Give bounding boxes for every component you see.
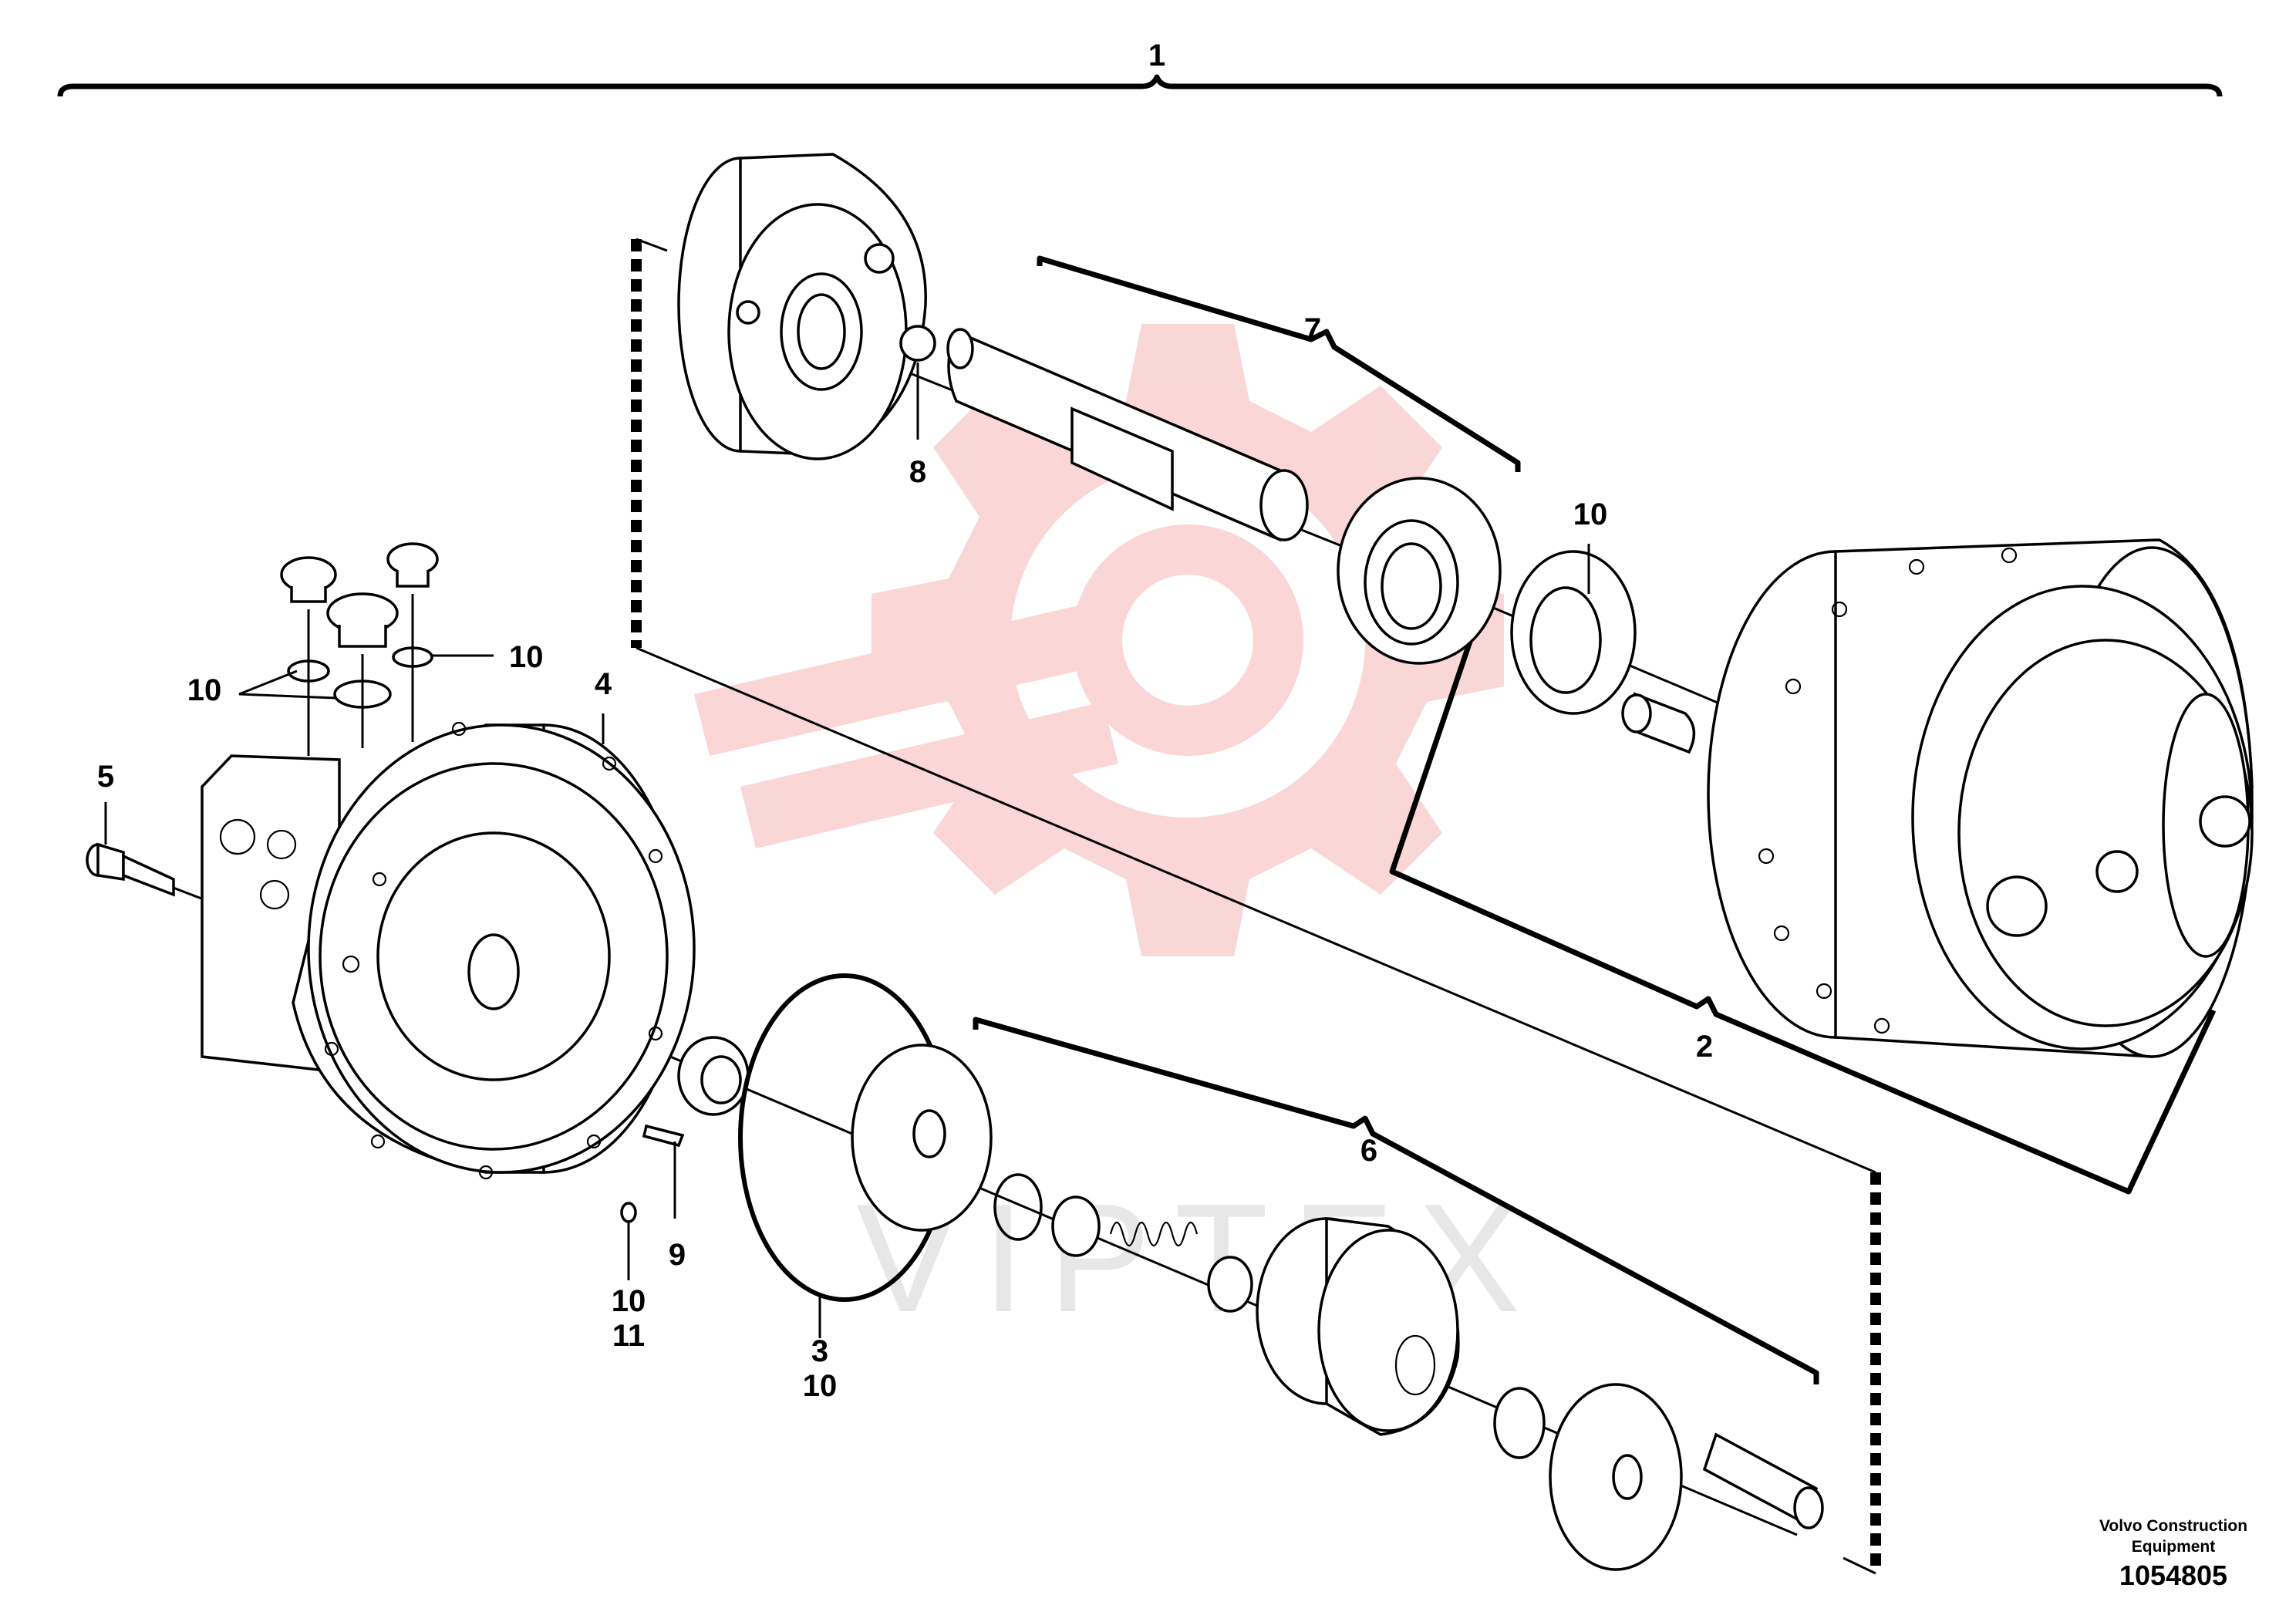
- valve-plate-part: [851, 1044, 993, 1232]
- washer-part: [1051, 1195, 1101, 1257]
- bracket-stub-bottom: [1843, 1556, 1876, 1575]
- snap-ring-part: [993, 1173, 1043, 1241]
- plug-right-part: [386, 542, 439, 588]
- small-o-ring-part: [620, 1202, 637, 1223]
- callout-1: 1: [1148, 39, 1165, 73]
- callout-11: 11: [612, 1319, 645, 1353]
- bearing-ring-part: [1510, 550, 1637, 715]
- callout-5: 5: [97, 760, 114, 794]
- callout-3-sub: 10: [803, 1369, 838, 1403]
- watermark-gear-icon: [694, 324, 1504, 956]
- brace-item-7: [1037, 255, 1521, 472]
- callout-10-right: 10: [509, 640, 544, 674]
- sleeve-part: [1621, 692, 1696, 754]
- plug-center-part: [326, 592, 399, 648]
- callout-2: 2: [1696, 1030, 1713, 1064]
- callout-10-left: 10: [187, 673, 222, 707]
- drawing-number: 1054805: [2119, 1560, 2227, 1591]
- plug-left-part: [280, 556, 337, 603]
- bolt-part: [86, 842, 175, 897]
- motor-body-part: [201, 721, 696, 1180]
- piston-part: [1702, 1432, 1824, 1529]
- motor-housing-part: [1707, 538, 2254, 1058]
- assembly-brace: [57, 74, 2223, 97]
- callout-10-bearing: 10: [1573, 497, 1608, 531]
- drive-shaft-part: [946, 328, 1309, 542]
- cylinder-block-part: [1256, 1217, 1460, 1436]
- callout-10-bottom: 10: [612, 1284, 646, 1318]
- retainer-plate-part: [1549, 1383, 1683, 1571]
- spline-hub-part: [1493, 1387, 1546, 1459]
- roller-bearing-part: [1337, 477, 1502, 665]
- callout-7: 7: [1304, 312, 1321, 346]
- callout-8: 8: [909, 455, 926, 489]
- credit-line-2: Equipment: [2132, 1538, 2216, 1556]
- shaft-seal-part: [677, 1036, 750, 1116]
- washer-small-part: [1207, 1256, 1253, 1313]
- brace-item-6: [973, 1017, 1819, 1384]
- spring-part: [1109, 1221, 1199, 1247]
- ball-part: [899, 325, 936, 362]
- bracket-diagonal-top: [636, 646, 1876, 1174]
- pin-part: [642, 1124, 685, 1148]
- callout-4: 4: [595, 667, 612, 701]
- credit-line-1: Volvo Construction: [2099, 1517, 2247, 1535]
- cam-plate-part: [677, 153, 927, 460]
- brace-item-2: [1389, 619, 2217, 1195]
- bracket-stub-top: [636, 238, 668, 252]
- callout-3: 3: [811, 1334, 828, 1368]
- callout-9: 9: [669, 1238, 686, 1272]
- callout-6: 6: [1360, 1134, 1377, 1168]
